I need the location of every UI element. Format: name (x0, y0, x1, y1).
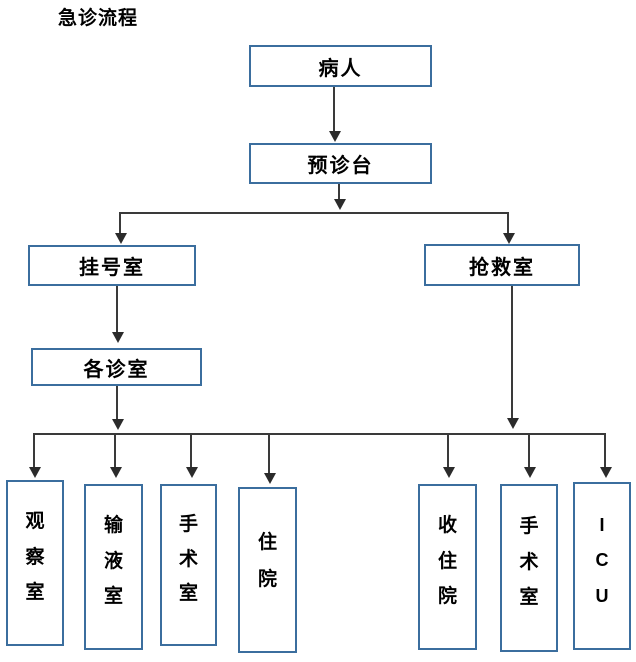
node-registration-room[interactable]: 挂号室 (28, 245, 196, 286)
arrowhead-to-admit-hospitalization (443, 467, 455, 478)
arrowhead-resuscitation-to-outcomes (507, 418, 519, 429)
node-infusion-room[interactable]: 输 液 室 (84, 484, 143, 650)
node-operating-room-char-2: 术 (178, 548, 198, 570)
connector-triage-to-registration (119, 212, 121, 234)
node-infusion-room-char-2: 液 (103, 550, 123, 572)
arrowhead-registration-to-consultation (112, 332, 124, 343)
node-resuscitation-room-label: 抢救室 (469, 256, 535, 279)
node-observation-room-char-2: 察 (25, 546, 45, 568)
arrowhead-to-operating-room (186, 467, 198, 478)
node-hospitalization-char-2: 院 (257, 569, 277, 590)
arrowhead-to-infusion-room (110, 467, 122, 478)
connector-consultation-down (116, 386, 118, 420)
node-triage-desk[interactable]: 预诊台 (249, 143, 432, 184)
connector-triage-to-resuscitation (507, 212, 509, 234)
connector-resuscitation-to-outcomes (511, 286, 513, 419)
node-triage-desk-label: 预诊台 (307, 155, 374, 177)
connector-to-icu (604, 433, 606, 468)
node-admit-hospitalization-char-2: 住 (437, 550, 457, 572)
node-operating-room-char-3: 室 (178, 582, 198, 604)
arrowhead-triage-down (334, 199, 346, 210)
split-bar-outcomes (33, 433, 606, 435)
node-operating-room[interactable]: 手 术 室 (160, 484, 217, 646)
node-patient[interactable]: 病人 (249, 45, 432, 87)
node-resuscitation-room[interactable]: 抢救室 (424, 244, 580, 286)
connector-to-admit-hospitalization (447, 433, 449, 468)
connector-registration-to-consultation (116, 286, 118, 333)
arrowhead-patient-to-triage (329, 131, 341, 142)
node-consultation-rooms-label: 各诊室 (83, 358, 150, 381)
arrowhead-consultation-down (112, 419, 124, 430)
arrowhead-to-hospitalization (264, 473, 276, 484)
node-icu-char-3: U (595, 585, 609, 606)
arrowhead-triage-to-registration (115, 233, 127, 244)
split-bar-triage (119, 212, 509, 214)
node-infusion-room-char-3: 室 (103, 585, 123, 607)
connector-to-operating-room (190, 433, 192, 468)
connector-to-operating-room-emergency (528, 433, 530, 468)
arrowhead-to-icu (600, 467, 612, 478)
node-icu-char-2: C (595, 550, 609, 570)
node-admit-hospitalization-char-3: 院 (437, 585, 457, 607)
node-icu-char-1: I (599, 514, 605, 535)
node-icu[interactable]: I C U (573, 482, 631, 650)
connector-triage-down (338, 184, 340, 200)
connector-to-infusion-room (114, 433, 116, 468)
node-observation-room-char-3: 室 (25, 581, 45, 603)
node-infusion-room-char-1: 输 (103, 515, 123, 537)
node-observation-room-char-1: 观 (25, 511, 45, 533)
node-operating-room-emergency-char-3: 室 (519, 587, 539, 609)
connector-patient-to-triage (333, 87, 335, 133)
node-patient-label: 病人 (318, 57, 363, 80)
node-consultation-rooms[interactable]: 各诊室 (31, 348, 202, 386)
node-operating-room-emergency-char-2: 术 (519, 551, 539, 573)
arrowhead-to-observation-room (29, 467, 41, 478)
node-registration-room-label: 挂号室 (79, 257, 145, 279)
arrowhead-triage-to-resuscitation (503, 233, 515, 244)
connector-to-observation-room (33, 433, 35, 468)
node-observation-room[interactable]: 观 察 室 (6, 480, 64, 646)
node-admit-hospitalization[interactable]: 收 住 院 (418, 484, 477, 650)
connector-to-hospitalization (268, 433, 270, 475)
node-operating-room-emergency-char-1: 手 (519, 515, 539, 537)
node-operating-room-char-1: 手 (178, 514, 198, 536)
node-hospitalization-char-1: 住 (257, 532, 277, 553)
node-operating-room-emergency[interactable]: 手 术 室 (500, 484, 558, 652)
node-hospitalization[interactable]: 住 院 (238, 487, 297, 653)
page-title: 急诊流程 (58, 8, 139, 29)
arrowhead-to-operating-room-emergency (524, 467, 536, 478)
node-admit-hospitalization-char-1: 收 (437, 515, 457, 537)
